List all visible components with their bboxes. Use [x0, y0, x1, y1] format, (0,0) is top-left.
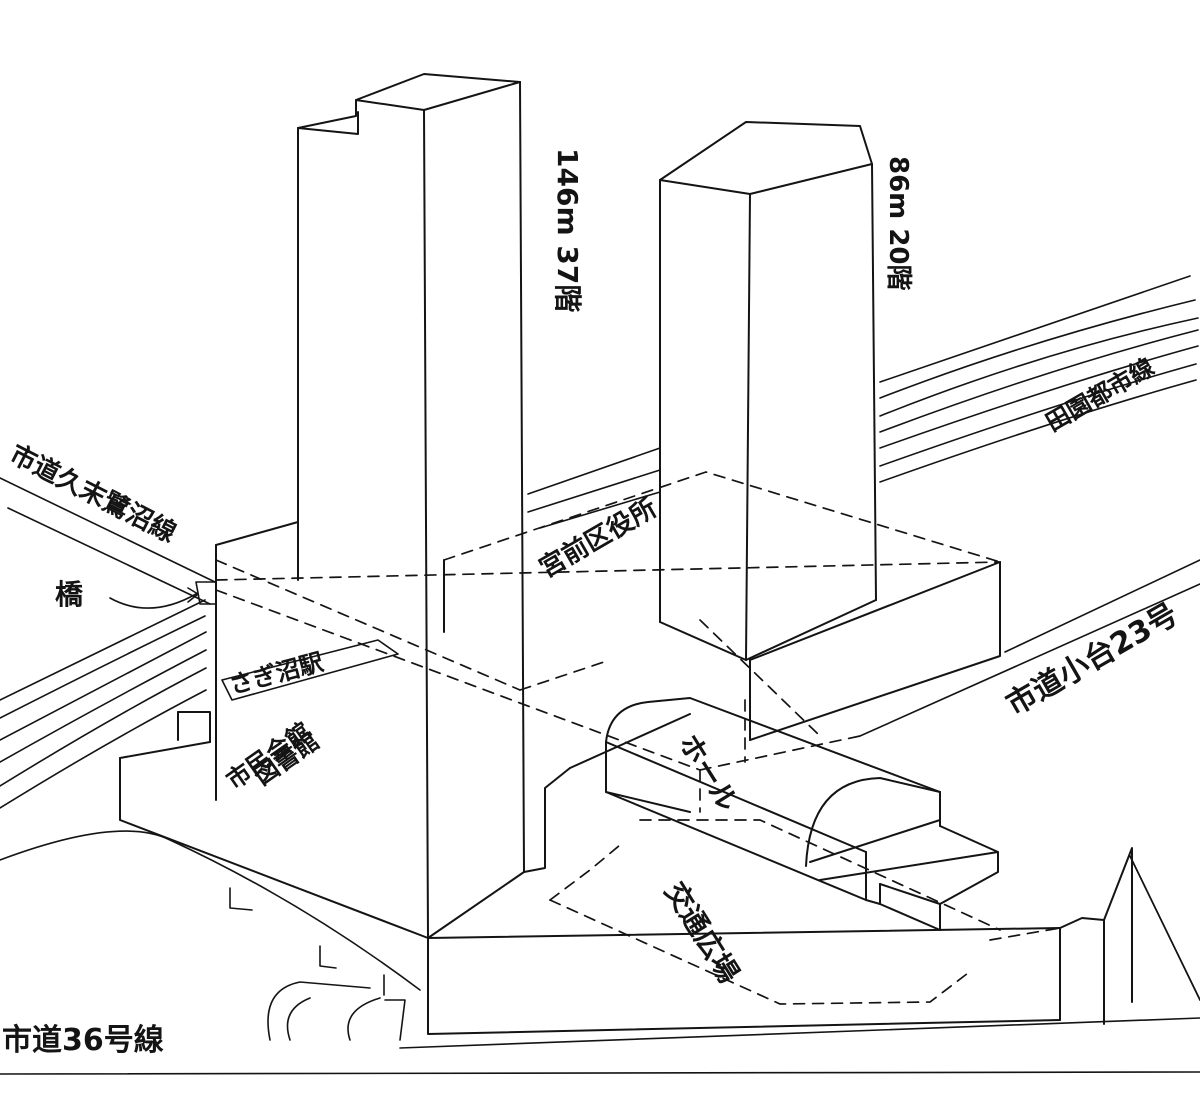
road-bottom-lines	[0, 830, 1200, 1075]
base-block	[427, 713, 1200, 1035]
bridge-arrow	[109, 587, 199, 609]
station-outline	[221, 639, 399, 701]
second-tower-height-label: 86m 20階	[883, 156, 913, 291]
second-tower	[659, 121, 877, 661]
railway-tracks	[527, 275, 1199, 529]
main-tower	[297, 73, 525, 939]
podium-block	[119, 521, 429, 996]
ward-office-block	[443, 471, 1001, 741]
hall-block	[605, 697, 999, 931]
road-bottom-label: 市道36号線	[2, 1023, 164, 1058]
road-left-lines	[0, 477, 217, 809]
main-tower-height-label: 146m 37階	[551, 148, 584, 312]
road-right-label: 市道小台23号	[1001, 597, 1185, 723]
station-label: さぎ沼駅	[226, 648, 326, 700]
bridge-label: 橋	[55, 578, 84, 611]
dashed-outlines	[215, 559, 1061, 1005]
hall-label: ホール	[672, 728, 745, 817]
